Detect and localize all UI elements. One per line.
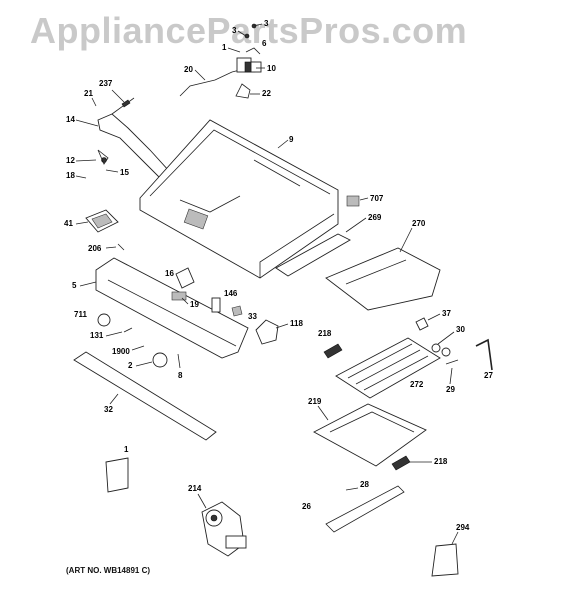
callout-269: 269: [368, 213, 382, 222]
part-30-fitting: [431, 343, 441, 353]
callout-15: 15: [120, 168, 129, 177]
part-33: [231, 305, 243, 317]
callout-1900: 1900: [112, 347, 130, 356]
callout-3: 3: [232, 26, 237, 35]
part-1-manual: [105, 457, 129, 493]
callout-218: 218: [434, 457, 448, 466]
callout-32: 32: [104, 405, 113, 414]
part-270: [325, 247, 441, 311]
callout-206: 206: [88, 244, 102, 253]
part-711-knob: [97, 313, 111, 327]
part-burner-box: [139, 119, 339, 279]
callout-131: 131: [90, 331, 104, 340]
callout-2: 2: [128, 361, 133, 370]
part-707: [346, 195, 360, 207]
callout-9: 9: [289, 135, 294, 144]
callout-8: 8: [178, 371, 183, 380]
callout-707: 707: [370, 194, 384, 203]
callout-219: 219: [308, 397, 322, 406]
callout-294: 294: [456, 523, 470, 532]
callout-12: 12: [66, 156, 75, 165]
callout-3: 3: [264, 19, 269, 28]
callout-711: 711: [74, 310, 87, 319]
callout-37: 37: [442, 309, 451, 318]
part-118: [255, 319, 279, 345]
part-219: [313, 403, 427, 467]
callout-18: 18: [66, 171, 75, 180]
callout-14: 14: [66, 115, 75, 124]
callout-270: 270: [412, 219, 426, 228]
callout-237: 237: [99, 79, 113, 88]
art-number: (ART NO. WB14891 C): [66, 566, 151, 575]
callout-1: 1: [124, 445, 129, 454]
part-32-strip: [73, 351, 217, 441]
callout-146: 146: [224, 289, 238, 298]
callout-1: 1: [222, 43, 227, 52]
callout-22: 22: [262, 89, 271, 98]
callout-21: 21: [84, 89, 93, 98]
callout-272: 272: [410, 380, 424, 389]
watermark: AppliancePartsPros.com: [30, 10, 468, 51]
callout-26: 26: [302, 502, 311, 511]
part-269: [275, 233, 351, 277]
part-214-valve: [201, 501, 247, 557]
part-valve-cluster: [179, 23, 262, 99]
part-2-knob: [152, 352, 168, 368]
part-294-bracket: [431, 543, 459, 577]
callout-27: 27: [484, 371, 493, 380]
part-16: [175, 267, 195, 289]
callout-30: 30: [456, 325, 465, 334]
callout-16: 16: [165, 269, 174, 278]
part-37: [415, 317, 429, 331]
callout-28: 28: [360, 480, 369, 489]
part-272-burner: [335, 337, 441, 399]
callout-6: 6: [262, 39, 267, 48]
callout-20: 20: [184, 65, 193, 74]
part-26-burner-tube: [325, 485, 405, 533]
callout-19: 19: [190, 300, 199, 309]
callout-214: 214: [188, 484, 202, 493]
callout-41: 41: [64, 219, 73, 228]
callout-218: 218: [318, 329, 332, 338]
part-218-igniter-lower: [391, 455, 411, 471]
callout-118: 118: [290, 319, 303, 328]
callout-10: 10: [267, 64, 276, 73]
part-218-igniter: [323, 343, 343, 359]
callout-33: 33: [248, 312, 257, 321]
part-146: [211, 297, 221, 313]
callout-5: 5: [72, 281, 77, 290]
part-19: [171, 291, 187, 301]
callout-29: 29: [446, 385, 455, 394]
